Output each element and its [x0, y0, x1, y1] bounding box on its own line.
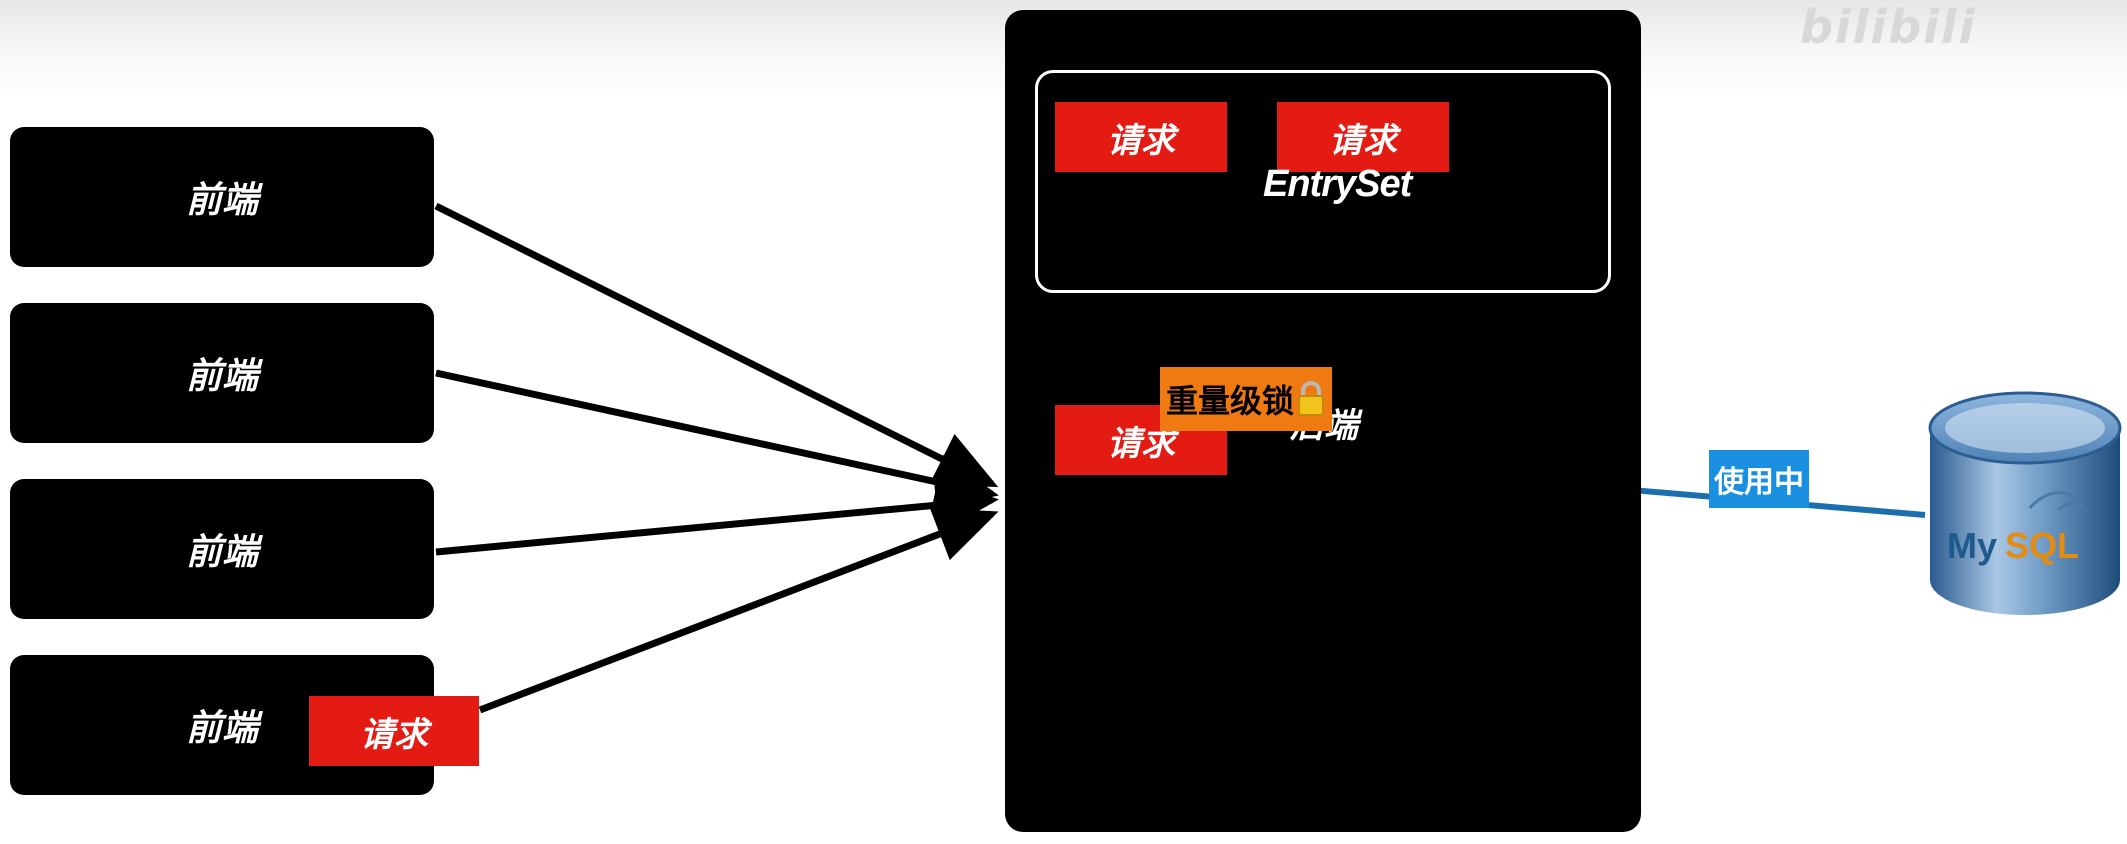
in-use-badge: 使用中	[1709, 450, 1809, 508]
entryset-label: EntrySet	[1263, 163, 1412, 205]
arrow-frontend-1	[434, 202, 999, 488]
frontend-label: 前端	[185, 708, 258, 749]
arrow-frontend-2	[435, 369, 999, 510]
frontend-request-box: 请求	[309, 696, 479, 766]
entryset-request-1: 请求	[1055, 102, 1227, 172]
lock-label: 重量级锁	[1165, 382, 1294, 420]
mysql-database-icon: My SQL	[1928, 391, 2122, 615]
mysql-logo-my: My	[1947, 525, 1997, 566]
frontend-label: 前端	[185, 180, 258, 221]
lock-icon	[1298, 381, 1324, 416]
arrow-frontend-3	[435, 477, 999, 556]
frontend-box-2: 前端	[10, 303, 434, 443]
entryset-request-2: 请求	[1277, 102, 1449, 172]
frontend-label: 前端	[185, 356, 258, 397]
frontend-box-3: 前端	[10, 479, 434, 619]
frontend-label: 前端	[185, 532, 258, 573]
heavyweight-lock-badge: 重量级锁	[1160, 367, 1332, 431]
entryset-box	[1035, 70, 1611, 293]
mysql-logo-sql: SQL	[2005, 525, 2079, 566]
frontend-box-4: 前端	[10, 655, 434, 795]
frontend-box-1: 前端	[10, 127, 434, 267]
watermark: bilibili	[1800, 0, 1977, 54]
arrow-frontend-4	[478, 507, 999, 714]
